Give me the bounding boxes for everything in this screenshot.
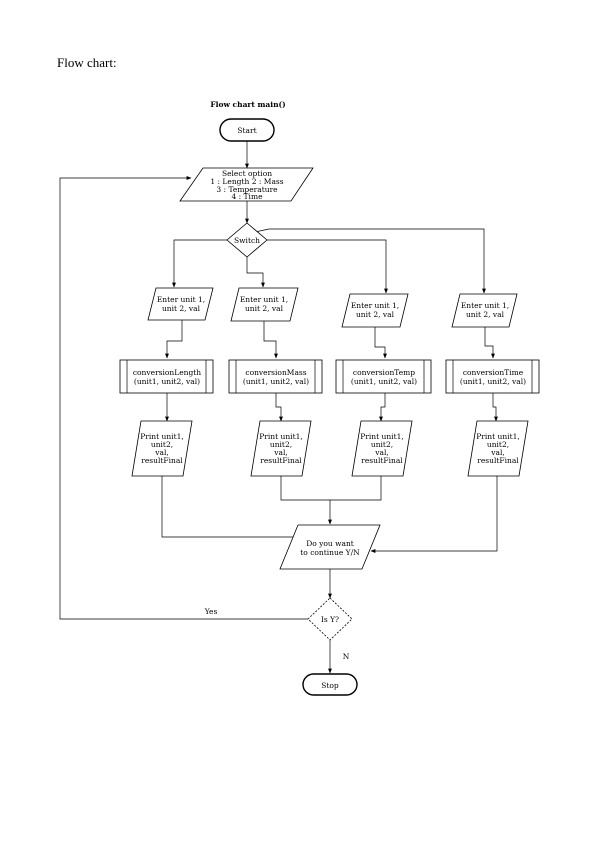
process-1-line-2: (unit1, unit2, val) [134,377,200,386]
output-2-line-4: resultFinal [260,456,302,465]
process-4-line-2: (unit1, unit2, val) [460,377,526,386]
output-1-line-2: unit2, [151,440,173,449]
input-1-line-1: Enter unit 1, [157,295,205,304]
output-3-line-2: unit2, [371,440,393,449]
continue-prompt-node: Do you want to continue Y/N [279,524,381,570]
output-2-line-1: Print unit1, [259,432,303,441]
output-2-line-2: unit2, [270,440,292,449]
edge-switch-input-1 [172,239,228,288]
output-node-time: Print unit1, unit2, val, resultFinal [467,420,529,477]
process-conversion-time: conversionTime (unit1, unit2, val) [445,359,540,394]
start-label: Start [237,126,256,135]
output-1-line-1: Print unit1, [140,432,184,441]
edge-input-process-3 [374,327,387,359]
input-node-time: Enter unit 1, unit 2, val [451,293,518,328]
select-line-3: 3 : Temperature [216,185,278,194]
process-2-line-2: (unit1, unit2, val) [243,377,309,386]
output-1-line-3: val, [154,448,169,457]
output-4-line-2: unit2, [487,440,509,449]
process-3-line-2: (unit1, unit2, val) [351,377,417,386]
select-line-2: 1 : Length 2 : Mass [210,177,283,186]
output-2-line-3: val, [273,448,288,457]
input-node-length: Enter unit 1, unit 2, val [147,287,214,321]
process-3-line-1: conversionTemp [353,368,415,377]
no-label: N [343,652,350,661]
edge-process-output-4 [492,393,498,422]
stop-label: Stop [321,681,339,690]
output-1-line-4: resultFinal [141,456,183,465]
output-4-line-4: resultFinal [477,456,519,465]
edge-switch-input-3 [263,239,388,294]
edge-process-output-3 [379,393,386,422]
connectors [59,141,498,674]
input-node-mass: Enter unit 1, unit 2, val [230,287,299,322]
input-node-temp: Enter unit 1, unit 2, val [341,293,409,328]
output-3-line-3: val, [374,448,389,457]
process-4-line-1: conversionTime [463,368,524,377]
process-conversion-mass: conversionMass (unit1, unit2, val) [228,359,323,394]
decision-label: Is Y? [321,615,339,624]
start-node: Start [219,118,275,142]
stop-node: Stop [302,673,358,696]
switch-node: Switch [226,222,268,258]
edge-switch-input-2 [246,256,265,288]
input-2-line-1: Enter unit 1, [240,295,288,304]
input-3-line-2: unit 2, val [356,310,395,319]
select-option-node: Select option 1 : Length 2 : Mass 3 : Te… [179,167,314,202]
output-3-line-1: Print unit1, [360,432,404,441]
process-1-line-1: conversionLength [133,368,201,377]
edge-yes-loop [59,176,308,620]
continue-line-2: to continue Y/N [300,548,360,557]
edge-input-process-1 [165,320,183,359]
output-node-temp: Print unit1, unit2, val, resultFinal [351,420,413,477]
edge-output-continue-1 [161,476,296,538]
process-conversion-length: conversionLength (unit1, unit2, val) [119,359,214,394]
edge-process-output-2 [275,393,283,422]
edge-output-continue-3 [330,476,382,501]
yes-label: Yes [204,607,218,616]
diagram-title: Flow chart main() [210,100,285,109]
edge-switch-input-4 [254,228,486,294]
edge-output-continue-2 [280,476,330,501]
switch-label: Switch [234,236,260,245]
continue-line-1: Do you want [306,539,354,548]
page-heading: Flow chart: [57,55,117,70]
process-conversion-temp: conversionTemp (unit1, unit2, val) [335,359,432,394]
output-4-line-1: Print unit1, [476,432,520,441]
output-node-mass: Print unit1, unit2, val, resultFinal [250,420,312,477]
input-4-line-1: Enter unit 1, [461,301,509,310]
input-2-line-2: unit 2, val [245,304,284,313]
edge-output-continue-4 [370,476,498,553]
decision-node: Is Y? [307,597,353,641]
input-1-line-2: unit 2, val [162,304,201,313]
process-2-line-1: conversionMass [245,368,306,377]
edge-input-process-2 [263,321,278,359]
input-4-line-2: unit 2, val [466,310,505,319]
output-node-length: Print unit1, unit2, val, resultFinal [131,420,193,477]
select-line-1: Select option [222,169,272,178]
output-3-line-4: resultFinal [361,456,403,465]
input-3-line-1: Enter unit 1, [351,301,399,310]
output-4-line-3: val, [490,448,505,457]
select-line-4: 4 : Time [231,192,263,201]
edge-input-process-4 [484,327,495,359]
